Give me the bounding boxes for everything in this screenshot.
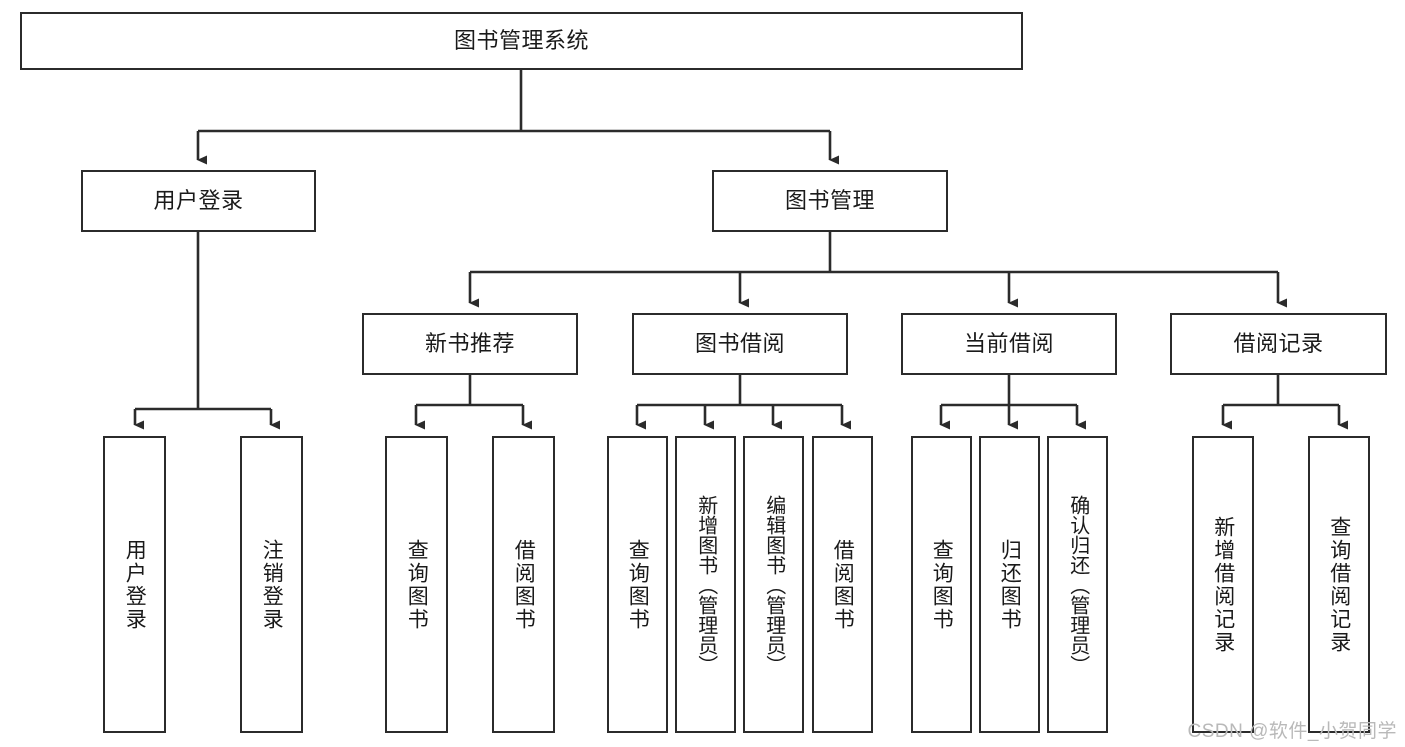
node-user-login-label: 用户登录 (153, 188, 244, 214)
leaf-label: 借阅图书 (512, 538, 536, 631)
leaf-book-borrow-query[interactable]: 查询图书 (607, 436, 668, 733)
leaf-label: 查询借阅记录 (1327, 515, 1351, 654)
node-book-management[interactable]: 图书管理 (712, 170, 948, 232)
watermark-text: CSDN @软件_小贺同学 (1187, 721, 1397, 742)
leaf-label: 借阅图书 (831, 538, 855, 631)
leaf-label: 注销登录 (260, 538, 284, 631)
node-current-borrow[interactable]: 当前借阅 (901, 313, 1117, 375)
leaf-new-book-borrow[interactable]: 借阅图书 (492, 436, 555, 733)
leaf-label: 新增图书（管理员） (694, 494, 717, 675)
leaf-book-borrow-borrow[interactable]: 借阅图书 (812, 436, 873, 733)
node-book-borrow[interactable]: 图书借阅 (632, 313, 848, 375)
leaf-book-borrow-edit[interactable]: 编辑图书（管理员） (743, 436, 804, 733)
leaf-label: 查询图书 (626, 538, 650, 631)
leaf-label: 编辑图书（管理员） (762, 494, 785, 675)
node-current-borrow-label: 当前借阅 (963, 331, 1054, 357)
node-borrow-record[interactable]: 借阅记录 (1170, 313, 1387, 375)
leaf-label: 查询图书 (405, 538, 429, 631)
leaf-book-borrow-add[interactable]: 新增图书（管理员） (675, 436, 736, 733)
leaf-new-book-query[interactable]: 查询图书 (385, 436, 448, 733)
leaf-label: 确认归还（管理员） (1066, 494, 1089, 675)
node-book-management-label: 图书管理 (784, 188, 875, 214)
leaf-label: 归还图书 (998, 538, 1022, 631)
node-user-login[interactable]: 用户登录 (81, 170, 316, 232)
leaf-borrow-record-add[interactable]: 新增借阅记录 (1192, 436, 1254, 733)
node-borrow-record-label: 借阅记录 (1233, 331, 1324, 357)
leaf-current-borrow-confirm-return[interactable]: 确认归还（管理员） (1047, 436, 1108, 733)
node-book-borrow-label: 图书借阅 (694, 331, 785, 357)
node-root-system[interactable]: 图书管理系统 (20, 12, 1023, 70)
leaf-user-login-login[interactable]: 用户登录 (103, 436, 166, 733)
node-new-book-recommend-label: 新书推荐 (424, 331, 515, 357)
leaf-current-borrow-return[interactable]: 归还图书 (979, 436, 1040, 733)
leaf-label: 查询图书 (930, 538, 954, 631)
leaf-borrow-record-query[interactable]: 查询借阅记录 (1308, 436, 1370, 733)
leaf-user-login-logout[interactable]: 注销登录 (240, 436, 303, 733)
leaf-current-borrow-query[interactable]: 查询图书 (911, 436, 972, 733)
leaf-label: 用户登录 (123, 538, 147, 631)
node-new-book-recommend[interactable]: 新书推荐 (362, 313, 578, 375)
leaf-label: 新增借阅记录 (1211, 515, 1235, 654)
node-root-label: 图书管理系统 (453, 28, 589, 54)
